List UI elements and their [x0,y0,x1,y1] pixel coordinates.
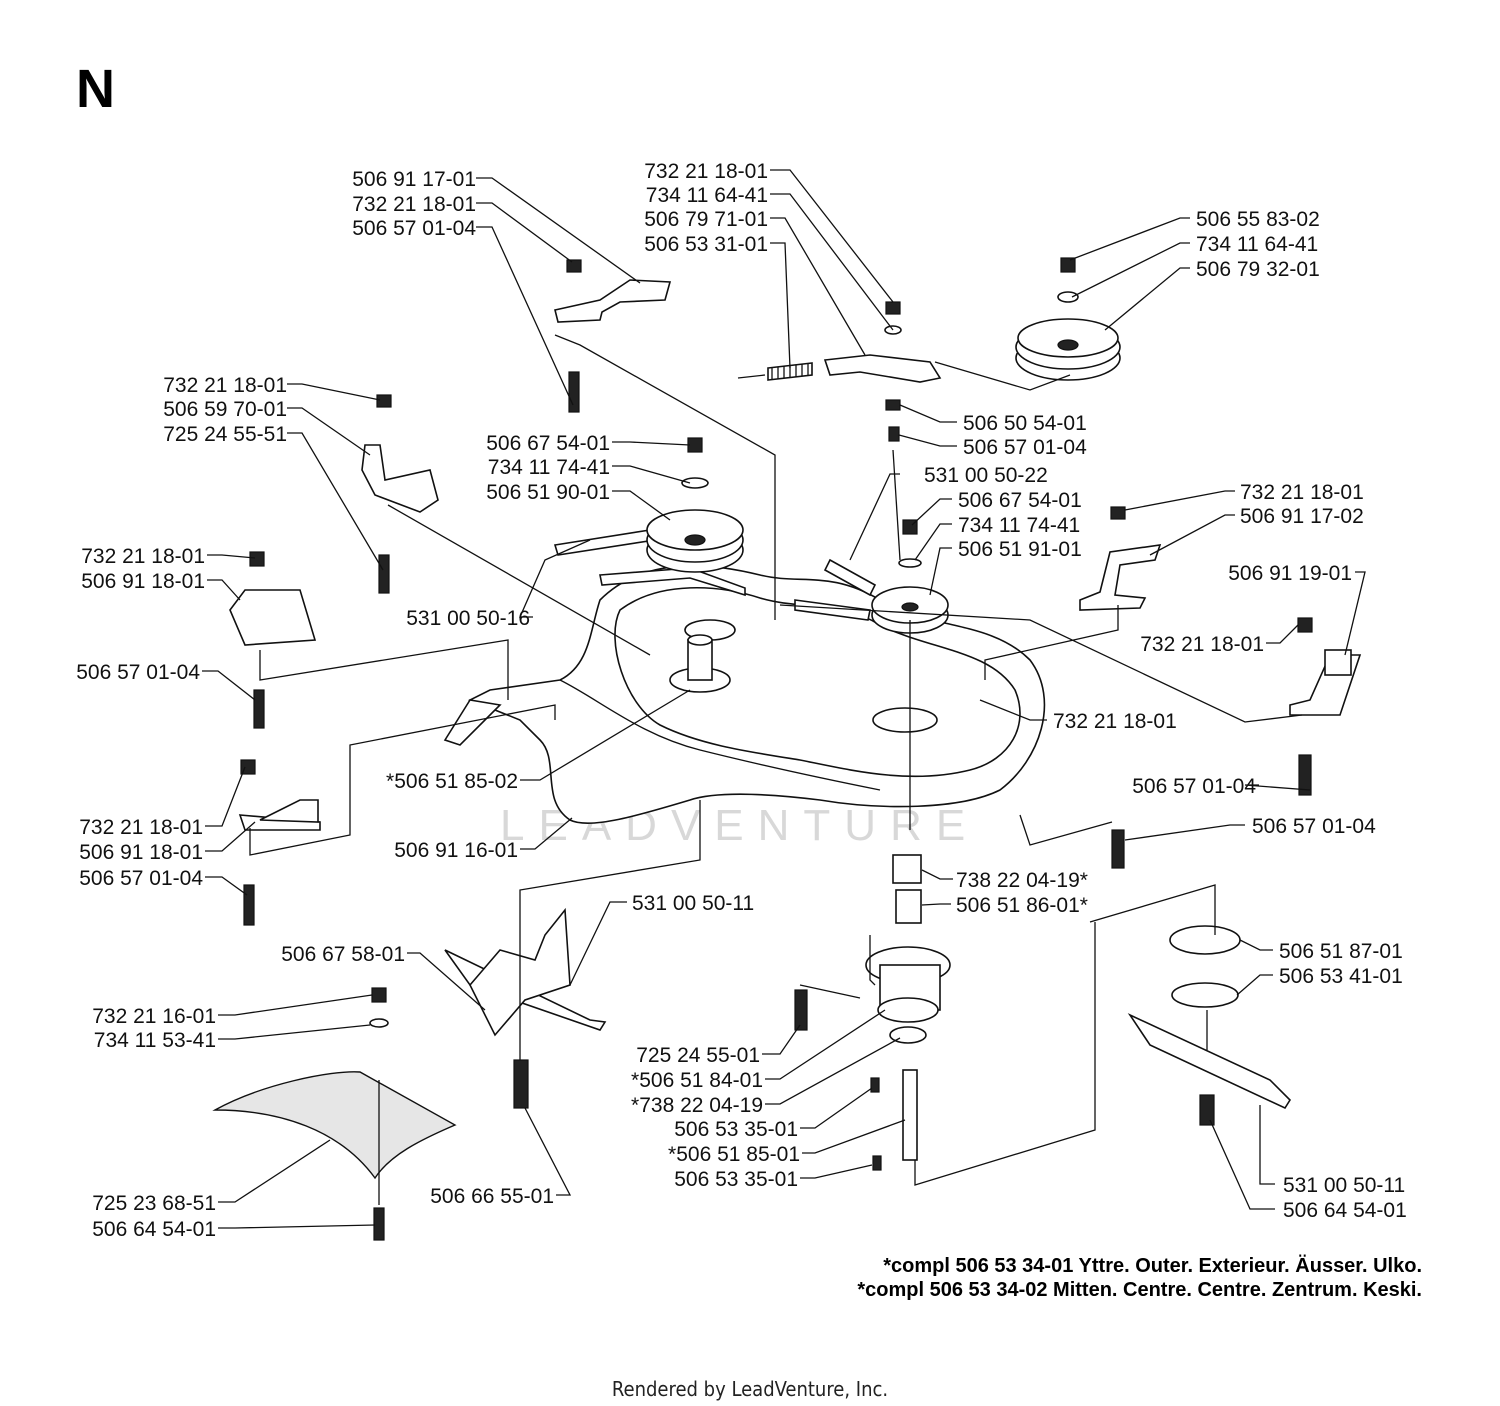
part-label: 732 21 18-01 [163,374,287,397]
bracket-right-a [1079,506,1162,611]
part-label: 506 91 17-01 [352,168,476,191]
part-label: *506 51 85-02 [386,770,518,793]
part-label: 734 11 64-41 [646,184,768,207]
part-label: 506 57 01-04 [76,661,200,684]
part-label: 506 91 16-01 [394,839,518,862]
bracket-left-lower [238,759,321,926]
part-label: 506 91 18-01 [79,841,203,864]
part-label: 506 66 55-01 [430,1185,554,1208]
part-label: *506 51 84-01 [631,1069,763,1092]
part-label: 506 53 31-01 [644,233,768,256]
part-label: 506 57 01-04 [1252,815,1376,838]
part-label: *506 51 85-01 [668,1143,800,1166]
part-label: 531 00 50-11 [1283,1174,1405,1197]
part-label: 732 21 18-01 [1240,481,1364,504]
left-blade [444,907,607,1109]
pulley-left [646,437,744,573]
footnote-centre: *compl 506 53 34-02 Mitten. Centre. Cent… [857,1279,1422,1301]
part-label: 734 11 53-41 [94,1029,216,1052]
part-label: 506 64 54-01 [92,1218,216,1241]
leader-lines [202,169,1366,1229]
section-letter: N [76,59,115,119]
part-label: 734 11 74-41 [488,456,610,479]
part-label: 506 67 54-01 [486,432,610,455]
footnotes: *compl 506 53 34-01 Yttre. Outer. Exteri… [857,1254,1422,1301]
part-label: 732 21 18-01 [81,545,205,568]
part-label: 725 24 55-51 [163,423,287,446]
part-label: 531 00 50-22 [924,464,1048,487]
part-label: *738 22 04-19 [631,1094,763,1117]
pulley-idler [1015,257,1121,381]
part-label: 732 21 16-01 [92,1005,216,1028]
rendered-by: Rendered by LeadVenture, Inc. [612,1377,888,1401]
discharge-chute [212,987,457,1241]
part-label: 506 57 01-04 [79,867,203,890]
part-label: 506 91 17-02 [1240,505,1364,528]
part-label: 732 21 18-01 [1140,633,1264,656]
part-label: 531 00 50-11 [632,892,754,915]
deck-spindle [669,634,731,693]
part-label: 732 21 18-01 [644,160,768,183]
part-label: 506 79 32-01 [1196,258,1320,281]
part-label: 506 91 19-01 [1228,562,1352,585]
deck-housing [443,565,1046,825]
part-label: 732 21 18-01 [352,193,476,216]
bracket-hook [361,394,439,594]
bracket-top-left [554,259,672,413]
part-label: 725 23 68-51 [92,1192,216,1215]
part-label: 506 51 91-01 [958,538,1082,561]
part-label: 506 51 87-01 [1279,940,1403,963]
part-label: 531 00 50-16 [406,607,530,630]
part-label: 506 53 35-01 [674,1168,798,1191]
bracket-right-b [1289,617,1362,796]
part-label: 732 21 18-01 [1053,710,1177,733]
belts [553,529,877,621]
part-label: 506 55 83-02 [1196,208,1320,231]
footnote-outer: *compl 506 53 34-01 Yttre. Outer. Exteri… [883,1254,1422,1277]
part-label: 738 22 04-19* [956,869,1088,892]
part-label: 506 57 01-04 [352,217,476,240]
part-labels: 506 91 17-01 732 21 18-01 506 57 01-04 7… [76,160,1407,1241]
part-label: 732 21 18-01 [79,816,203,839]
part-label: 506 91 18-01 [81,570,205,593]
part-label: 506 79 71-01 [644,208,768,231]
part-label: 734 11 64-41 [1196,233,1318,256]
pulley-right [871,519,949,634]
part-label: 506 53 35-01 [674,1118,798,1141]
part-label: 734 11 74-41 [958,514,1080,537]
part-label: 725 24 55-01 [636,1044,760,1067]
part-label: 506 50 54-01 [963,412,1087,435]
part-label: 506 53 41-01 [1279,965,1403,988]
part-label: 506 67 54-01 [958,489,1082,512]
bracket-left-upper [229,551,317,729]
parts-artwork [212,257,1362,1241]
part-label: 506 57 01-04 [963,436,1087,459]
part-label: 506 64 54-01 [1283,1199,1407,1222]
part-label: 506 51 90-01 [486,481,610,504]
right-blade [1127,925,1292,1126]
part-label: 506 67 58-01 [281,943,405,966]
part-label: 506 57 01-04 [1132,775,1256,798]
part-label: 506 51 86-01* [956,894,1088,917]
tension-arm [737,301,942,442]
part-label: 506 59 70-01 [163,398,287,421]
